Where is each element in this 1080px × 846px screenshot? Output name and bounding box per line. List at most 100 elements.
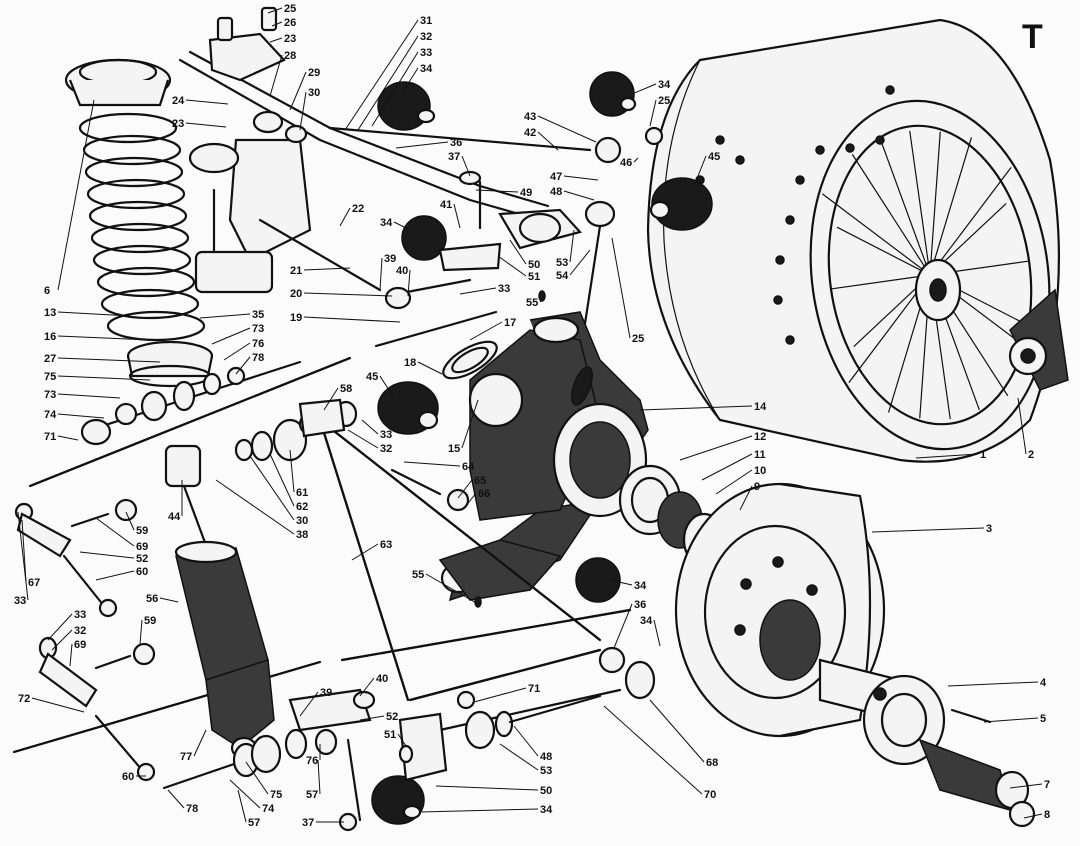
callout-number: 35 [252,309,264,321]
callout-number: 37 [448,151,460,163]
callout-leader [407,269,411,297]
callout-number: 67 [28,577,40,589]
callout-number: 58 [340,383,352,395]
callout-leader [57,413,105,419]
callout-number: 50 [540,785,552,797]
callout-leader [649,99,657,127]
callout-number: 73 [252,323,264,335]
callout-leader [193,729,207,757]
callout-leader [271,21,283,27]
callout-leader [537,115,597,143]
callout-leader [1009,783,1043,789]
callout-number: 39 [384,253,396,265]
callout-number: 52 [136,553,148,565]
callout-leader [739,485,753,511]
callout-number: 51 [528,271,540,283]
callout-leader [289,449,295,493]
callout-leader [499,743,539,771]
callout-number: 57 [248,817,260,829]
callout-number: 7 [1044,779,1050,791]
callout-leader [359,677,375,697]
callout-number: 27 [44,353,56,365]
callout-leader [457,479,473,499]
callout-number: 60 [122,771,134,783]
callout-number: 70 [704,789,716,801]
callout-leader [393,221,407,229]
callout-number: 48 [550,186,562,198]
callout-leader [57,435,79,441]
callout-leader [351,543,379,561]
callout-leader [95,570,135,581]
callout-leader [435,785,539,791]
callout-leader [609,579,633,586]
callout-leader [639,405,753,411]
callout-number: 62 [296,501,308,513]
callout-number: 49 [520,187,532,199]
tie-rod-ends [14,498,156,782]
callout-leader [395,141,449,149]
callout-leader [199,313,251,319]
callout-number: 73 [44,389,56,401]
callout-number: 33 [14,595,26,607]
callout-labels: 2526232829302423313233343637434234254647… [14,3,1050,829]
stub-axle-carrier [438,311,649,602]
callout-number: 30 [308,87,320,99]
callout-leader [371,51,419,127]
callout-number: 13 [44,307,56,319]
callout-number: 33 [498,283,510,295]
callout-leader [563,190,595,201]
callout-leader [57,311,131,317]
callout-leader [419,808,539,813]
callout-leader [465,492,477,507]
upper-bracket [178,6,550,294]
callout-number: 33 [420,47,432,59]
callout-number: 1 [980,449,986,461]
callout-leader [303,316,401,323]
callout-leader [299,91,307,131]
callout-leader [47,613,73,641]
callout-leader [649,699,705,763]
callout-number: 53 [556,257,568,269]
callout-leader [679,435,753,461]
callout-leader [167,789,185,809]
callout-leader [317,759,321,795]
callout-leader [473,687,527,703]
callout-number: 19 [290,312,302,324]
hub-spindle [818,658,1036,828]
callout-number: 9 [754,481,760,493]
callout-leader [403,461,461,467]
callout-leader [57,375,151,381]
callout-number: 20 [290,288,302,300]
callout-leader [269,54,283,97]
callout-leader [611,237,631,339]
callout-number: 3 [986,523,992,535]
callout-number: 40 [396,265,408,277]
coil-spring [64,58,214,388]
callout-number: 34 [634,580,647,592]
callout-leader [461,155,471,177]
callout-number: 44 [168,511,181,523]
callout-number: 60 [136,566,148,578]
shock-absorber [164,444,275,760]
callout-number: 47 [550,171,562,183]
callout-leader [509,239,527,265]
callout-number: 77 [180,751,192,763]
callout-leader [633,157,639,163]
callout-number: 8 [1044,809,1050,821]
callout-leader [269,37,283,43]
callout-number: 38 [296,529,308,541]
callout-number: 34 [540,804,553,816]
callout-number: 34 [640,615,653,627]
callout-leader [461,399,479,449]
callout-number: 6 [44,285,50,297]
callout-leader [603,705,703,795]
rubber-bushes [371,71,713,825]
callout-leader [235,356,251,375]
callout-number: 72 [18,693,30,705]
upper-links [328,126,664,348]
callout-number: 32 [74,625,86,637]
callout-leader [223,342,251,361]
callout-number: 75 [270,789,282,801]
callout-leader [289,71,307,111]
